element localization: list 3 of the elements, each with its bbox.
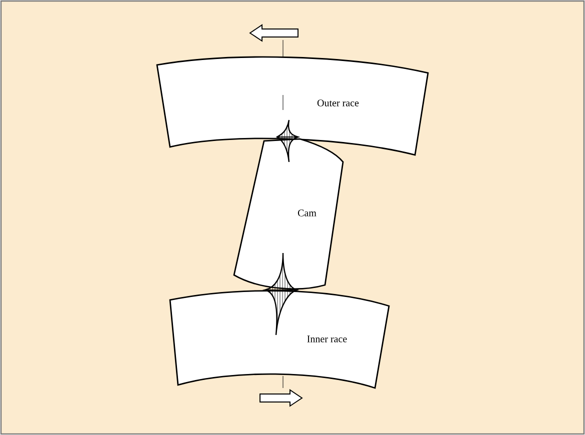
- cam: Cam: [233, 138, 344, 290]
- outer-race: Outer race: [156, 56, 429, 156]
- inner-race: Inner race: [169, 290, 390, 389]
